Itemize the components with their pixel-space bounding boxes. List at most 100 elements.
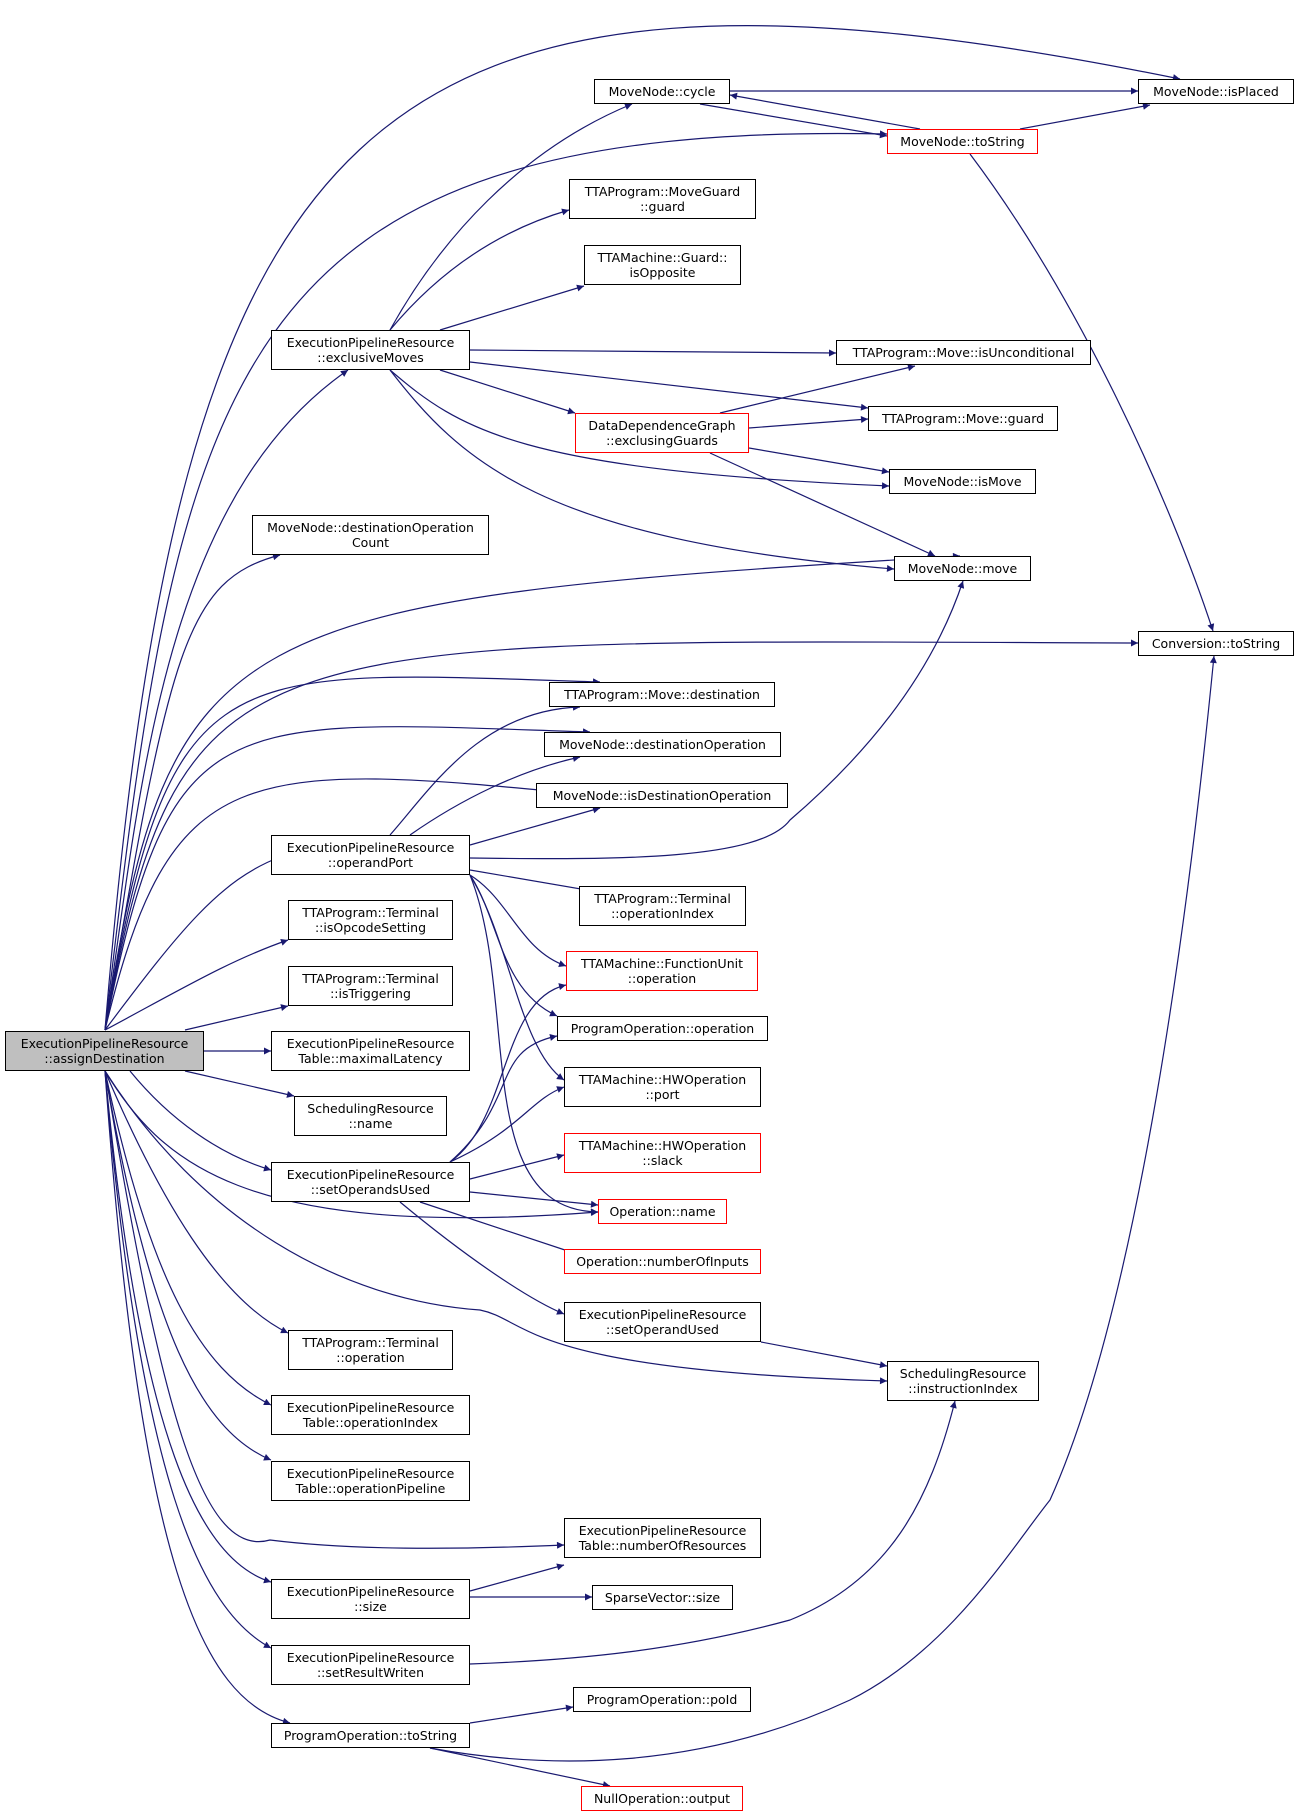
node-is-unconditional[interactable]: TTAProgram::Move::isUnconditional	[836, 340, 1091, 365]
call-edge	[104, 1070, 565, 1549]
call-edge	[429, 1747, 611, 1788]
call-edge	[104, 676, 601, 1031]
node-set-operands-used[interactable]: ExecutionPipelineResource ::setOperandsU…	[271, 1162, 470, 1202]
call-edge	[104, 369, 349, 1031]
node-move-destination[interactable]: TTAProgram::Move::destination	[549, 682, 775, 707]
call-edge	[104, 639, 1139, 1031]
node-terminal-operation-index[interactable]: TTAProgram::Terminal ::operationIndex	[579, 886, 746, 926]
call-edge	[469, 1191, 599, 1208]
call-edge	[469, 361, 869, 411]
call-edge	[469, 874, 567, 967]
node-destination-operation-count[interactable]: MoveNode::destinationOperation Count	[252, 515, 489, 555]
call-edge	[184, 1004, 289, 1031]
node-operation-pipeline[interactable]: ExecutionPipelineResource Table::operati…	[271, 1461, 470, 1501]
node-hw-operation-slack[interactable]: TTAMachine::HWOperation ::slack	[564, 1133, 761, 1173]
node-program-operation-operation[interactable]: ProgramOperation::operation	[557, 1016, 768, 1041]
call-edge	[439, 369, 576, 415]
call-edge	[409, 755, 581, 836]
call-edge	[439, 284, 585, 331]
node-program-operation-to-string[interactable]: ProgramOperation::toString	[271, 1723, 470, 1748]
call-edge	[104, 726, 591, 1031]
node-instruction-index[interactable]: SchedulingResource ::instructionIndex	[887, 1361, 1039, 1401]
call-edge	[184, 1070, 295, 1098]
node-exclusing-guards[interactable]: DataDependenceGraph ::exclusingGuards	[575, 413, 749, 453]
call-edge	[469, 1153, 565, 1180]
node-terminal-operation[interactable]: TTAProgram::Terminal ::operation	[288, 1330, 453, 1370]
call-edge	[748, 447, 890, 475]
node-move-node-to-string[interactable]: MoveNode::toString	[887, 129, 1038, 154]
call-edge	[104, 552, 961, 1031]
call-edge	[729, 92, 921, 130]
call-edge	[104, 856, 281, 1031]
call-edge	[719, 364, 916, 414]
call-edge	[469, 349, 837, 357]
node-move-guard-guard[interactable]: TTAProgram::MoveGuard ::guard	[569, 179, 756, 219]
call-edge	[469, 874, 558, 1017]
call-edge	[104, 1070, 272, 1406]
node-hw-operation-port[interactable]: TTAMachine::HWOperation ::port	[564, 1067, 761, 1107]
call-edge	[104, 1070, 272, 1584]
node-number-of-resources[interactable]: ExecutionPipelineResource Table::numberO…	[564, 1518, 761, 1558]
call-edge	[104, 1070, 272, 1649]
call-edge	[469, 580, 965, 860]
call-edge	[389, 208, 570, 331]
node-move-guard[interactable]: TTAProgram::Move::guard	[868, 406, 1058, 431]
call-edge	[104, 778, 591, 1031]
node-operation-index[interactable]: ExecutionPipelineResource Table::operati…	[271, 1395, 470, 1435]
node-maximal-latency[interactable]: ExecutionPipelineResource Table::maximal…	[271, 1031, 470, 1071]
node-is-opcode-setting[interactable]: TTAProgram::Terminal ::isOpcodeSetting	[288, 900, 453, 940]
node-is-triggering[interactable]: TTAProgram::Terminal ::isTriggering	[288, 966, 453, 1006]
call-edge	[104, 1070, 272, 1461]
call-edge	[104, 25, 1181, 1031]
call-edge	[104, 1070, 291, 1725]
call-edge	[429, 655, 1217, 1762]
call-edge	[419, 1201, 581, 1257]
call-edge	[389, 369, 890, 490]
call-edge	[760, 1341, 888, 1369]
call-edge	[129, 1070, 272, 1172]
call-edge	[389, 103, 633, 331]
node-conversion-to-string[interactable]: Conversion::toString	[1138, 631, 1294, 656]
call-edge	[709, 452, 936, 557]
call-edge	[469, 1563, 565, 1592]
call-edge	[469, 874, 565, 1081]
call-edge	[389, 703, 581, 836]
node-set-result-writen[interactable]: ExecutionPipelineResource ::setResultWri…	[271, 1645, 470, 1685]
node-sparse-vector-size[interactable]: SparseVector::size	[592, 1585, 733, 1610]
call-edge	[104, 1070, 888, 1385]
node-program-operation-poid[interactable]: ProgramOperation::poId	[573, 1687, 751, 1712]
call-edge	[449, 1034, 558, 1163]
node-move-node-move[interactable]: MoveNode::move	[894, 556, 1031, 581]
node-guard-is-opposite[interactable]: TTAMachine::Guard:: isOpposite	[584, 245, 741, 285]
call-edge	[104, 553, 281, 1031]
call-edge	[699, 103, 888, 139]
node-number-of-inputs[interactable]: Operation::numberOfInputs	[564, 1249, 761, 1274]
node-is-destination-operation[interactable]: MoveNode::isDestinationOperation	[536, 783, 788, 808]
node-operand-port[interactable]: ExecutionPipelineResource ::operandPort	[271, 835, 470, 875]
call-edge	[104, 130, 888, 1031]
node-is-placed[interactable]: MoveNode::isPlaced	[1138, 79, 1294, 104]
node-is-move[interactable]: MoveNode::isMove	[889, 469, 1036, 494]
call-edge	[389, 369, 895, 572]
call-edge	[399, 1201, 565, 1315]
call-edge	[748, 416, 869, 429]
node-exclusive-moves[interactable]: ExecutionPipelineResource ::exclusiveMov…	[271, 330, 470, 370]
node-scheduling-resource-name[interactable]: SchedulingResource ::name	[294, 1096, 447, 1136]
node-null-operation-output[interactable]: NullOperation::output	[581, 1786, 743, 1811]
node-assign-destination: ExecutionPipelineResource ::assignDestin…	[5, 1031, 204, 1071]
call-edge	[469, 1704, 574, 1724]
node-set-operand-used[interactable]: ExecutionPipelineResource ::setOperandUs…	[564, 1302, 761, 1342]
node-epr-size[interactable]: ExecutionPipelineResource ::size	[271, 1579, 470, 1619]
node-move-node-cycle[interactable]: MoveNode::cycle	[594, 79, 730, 104]
call-edge	[449, 1086, 565, 1163]
node-function-unit-operation[interactable]: TTAMachine::FunctionUnit ::operation	[566, 951, 758, 991]
call-edge	[469, 1400, 957, 1665]
node-operation-name[interactable]: Operation::name	[598, 1199, 727, 1224]
node-move-node-destination-operation[interactable]: MoveNode::destinationOperation	[544, 732, 781, 757]
call-edge	[1019, 102, 1151, 130]
call-edge	[104, 938, 289, 1031]
call-edge	[969, 153, 1215, 632]
call-edge	[104, 1070, 289, 1334]
call-edge	[469, 806, 601, 846]
